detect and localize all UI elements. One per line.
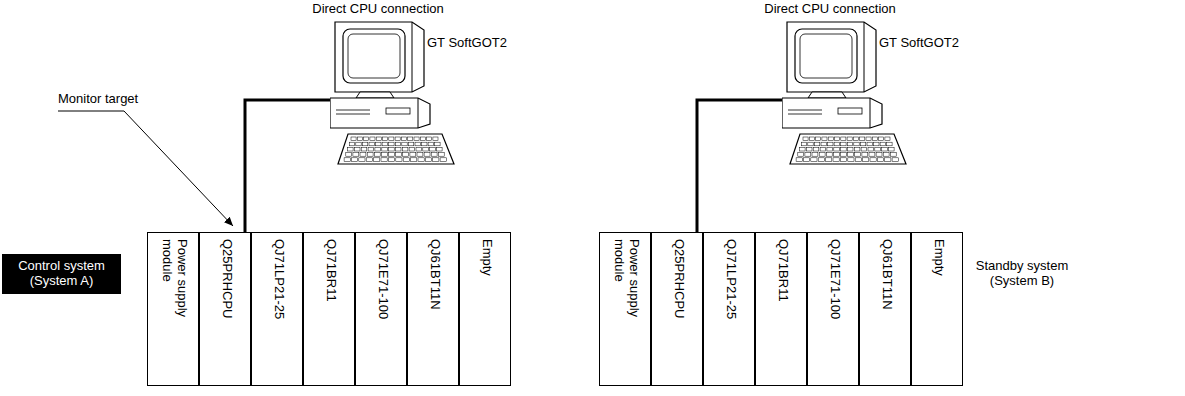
connection-label: Direct CPU connection	[764, 2, 896, 17]
module-name: QJ71E71-100	[375, 239, 390, 377]
module-name: Power supply module	[611, 239, 641, 325]
module-name: QJ61BT11N	[427, 239, 442, 377]
module-name: Q25PRHCPU	[671, 239, 686, 377]
module-slot: Empty	[911, 232, 963, 386]
module-slot: Q25PRHCPU	[199, 232, 251, 386]
module-slot: QJ71E71-100	[355, 232, 407, 386]
system-name: Control system (System A)	[7, 259, 116, 289]
module-name: Q25PRHCPU	[219, 239, 234, 377]
module-slot: Empty	[459, 232, 511, 386]
connection-label: Direct CPU connection	[312, 2, 444, 17]
software-label: GT SoftGOT2	[879, 36, 959, 51]
module-name: QJ71LP21-25	[271, 239, 286, 377]
module-slot: QJ71E71-100	[807, 232, 859, 386]
connection-cable	[245, 100, 330, 232]
callout-label: Monitor target	[58, 92, 138, 107]
module-slot: QJ71LP21-25	[251, 232, 303, 386]
module-slot: QJ61BT11N	[859, 232, 911, 386]
system-name: Standby system (System B)	[972, 259, 1072, 289]
module-slot: Power supply module	[147, 232, 199, 386]
computer: Direct CPU connectionGT SoftGOT2	[782, 0, 957, 170]
module-name: QJ71LP21-25	[723, 239, 738, 377]
module-slot: QJ71BR11	[303, 232, 355, 386]
module-slot: QJ71LP21-25	[703, 232, 755, 386]
computer-drawing	[330, 0, 505, 170]
software-label: GT SoftGOT2	[427, 36, 507, 51]
leader-line	[58, 111, 233, 226]
computer-drawing	[782, 0, 957, 170]
module-name: QJ71BR11	[775, 239, 790, 377]
module-slot: Q25PRHCPU	[651, 232, 703, 386]
module-name: QJ71E71-100	[827, 239, 842, 377]
module-name: QJ71BR11	[323, 239, 338, 377]
module-name: Empty	[931, 239, 946, 377]
module-slot: QJ61BT11N	[407, 232, 459, 386]
module-name: Empty	[479, 239, 494, 377]
system-label-box: Control system (System A)	[2, 254, 121, 294]
module-slot: QJ71BR11	[755, 232, 807, 386]
module-slot: Power supply module	[599, 232, 651, 386]
module-name: Power supply module	[159, 239, 189, 325]
module-name: QJ61BT11N	[879, 239, 894, 377]
connection-cable	[697, 100, 782, 232]
computer: Direct CPU connectionGT SoftGOT2	[330, 0, 505, 170]
